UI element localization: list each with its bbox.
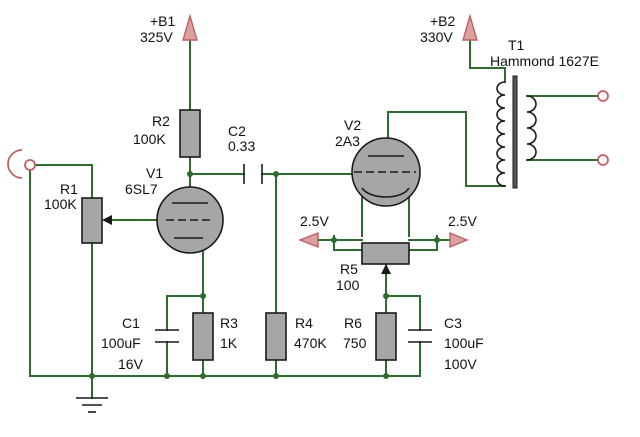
bias-left-label: 2.5V bbox=[300, 213, 329, 229]
capacitor-c3 bbox=[408, 329, 432, 343]
r6-name-label: R6 bbox=[344, 315, 362, 331]
r5-wiper-arrow bbox=[381, 264, 391, 274]
resistor-r2 bbox=[179, 109, 201, 158]
labels: +B1 325V +B2 330V T1 Hammond 1627E R1 10… bbox=[44, 13, 599, 372]
c1-name-label: C1 bbox=[122, 315, 140, 331]
b1-supply-arrow bbox=[182, 13, 198, 41]
b2-name-label: +B2 bbox=[430, 13, 456, 29]
c2-name-label: C2 bbox=[228, 123, 246, 139]
c2-value-label: 0.33 bbox=[228, 138, 255, 154]
r4-name-label: R4 bbox=[295, 315, 313, 331]
r3-value-label: 1K bbox=[220, 335, 238, 351]
r2-name-label: R2 bbox=[152, 113, 170, 129]
bias-right-label: 2.5V bbox=[448, 213, 477, 229]
b1-value-label: 325V bbox=[140, 29, 173, 45]
capacitor-c1 bbox=[155, 329, 179, 343]
b1-name-label: +B1 bbox=[150, 13, 176, 29]
resistor-r6 bbox=[375, 312, 397, 361]
c3-voltage-label: 100V bbox=[444, 356, 477, 372]
v1-value-label: 6SL7 bbox=[125, 181, 158, 197]
c3-name-label: C3 bbox=[444, 315, 462, 331]
b2-supply-arrow bbox=[462, 13, 478, 41]
tube-v2 bbox=[351, 137, 421, 207]
resistor-r3 bbox=[192, 312, 214, 361]
r4-value-label: 470K bbox=[294, 335, 327, 351]
resistor-r1 bbox=[81, 197, 103, 244]
ground-symbol bbox=[76, 397, 108, 413]
b2-value-label: 330V bbox=[420, 29, 453, 45]
r1-value-label: 100K bbox=[44, 196, 77, 212]
resistor-r5 bbox=[361, 242, 410, 265]
t1-name-label: T1 bbox=[508, 37, 525, 53]
r5-value-label: 100 bbox=[336, 277, 360, 293]
r1-wiper-arrow bbox=[102, 215, 112, 225]
v2-value-label: 2A3 bbox=[335, 133, 360, 149]
r2-value-label: 100K bbox=[133, 131, 166, 147]
transformer-t1 bbox=[496, 75, 537, 189]
r1-name-label: R1 bbox=[60, 181, 78, 197]
t1-value-label: Hammond 1627E bbox=[490, 53, 599, 69]
bias-left-arrow bbox=[298, 231, 319, 249]
resistor-r4 bbox=[265, 312, 287, 361]
r5-name-label: R5 bbox=[340, 261, 358, 277]
bias-right-arrow bbox=[449, 231, 469, 249]
c3-value-label: 100uF bbox=[444, 335, 484, 351]
output-terminal-top bbox=[597, 90, 609, 102]
tube-v1 bbox=[156, 186, 224, 254]
v1-name-label: V1 bbox=[146, 165, 163, 181]
capacitor-c2 bbox=[243, 164, 263, 184]
v2-name-label: V2 bbox=[344, 117, 361, 133]
c1-voltage-label: 16V bbox=[118, 356, 144, 372]
r6-value-label: 750 bbox=[343, 335, 367, 351]
output-terminal-bottom bbox=[597, 154, 609, 166]
input-jack bbox=[7, 149, 36, 179]
r3-name-label: R3 bbox=[220, 315, 238, 331]
junction-dots bbox=[89, 171, 440, 379]
c1-value-label: 100uF bbox=[101, 335, 141, 351]
